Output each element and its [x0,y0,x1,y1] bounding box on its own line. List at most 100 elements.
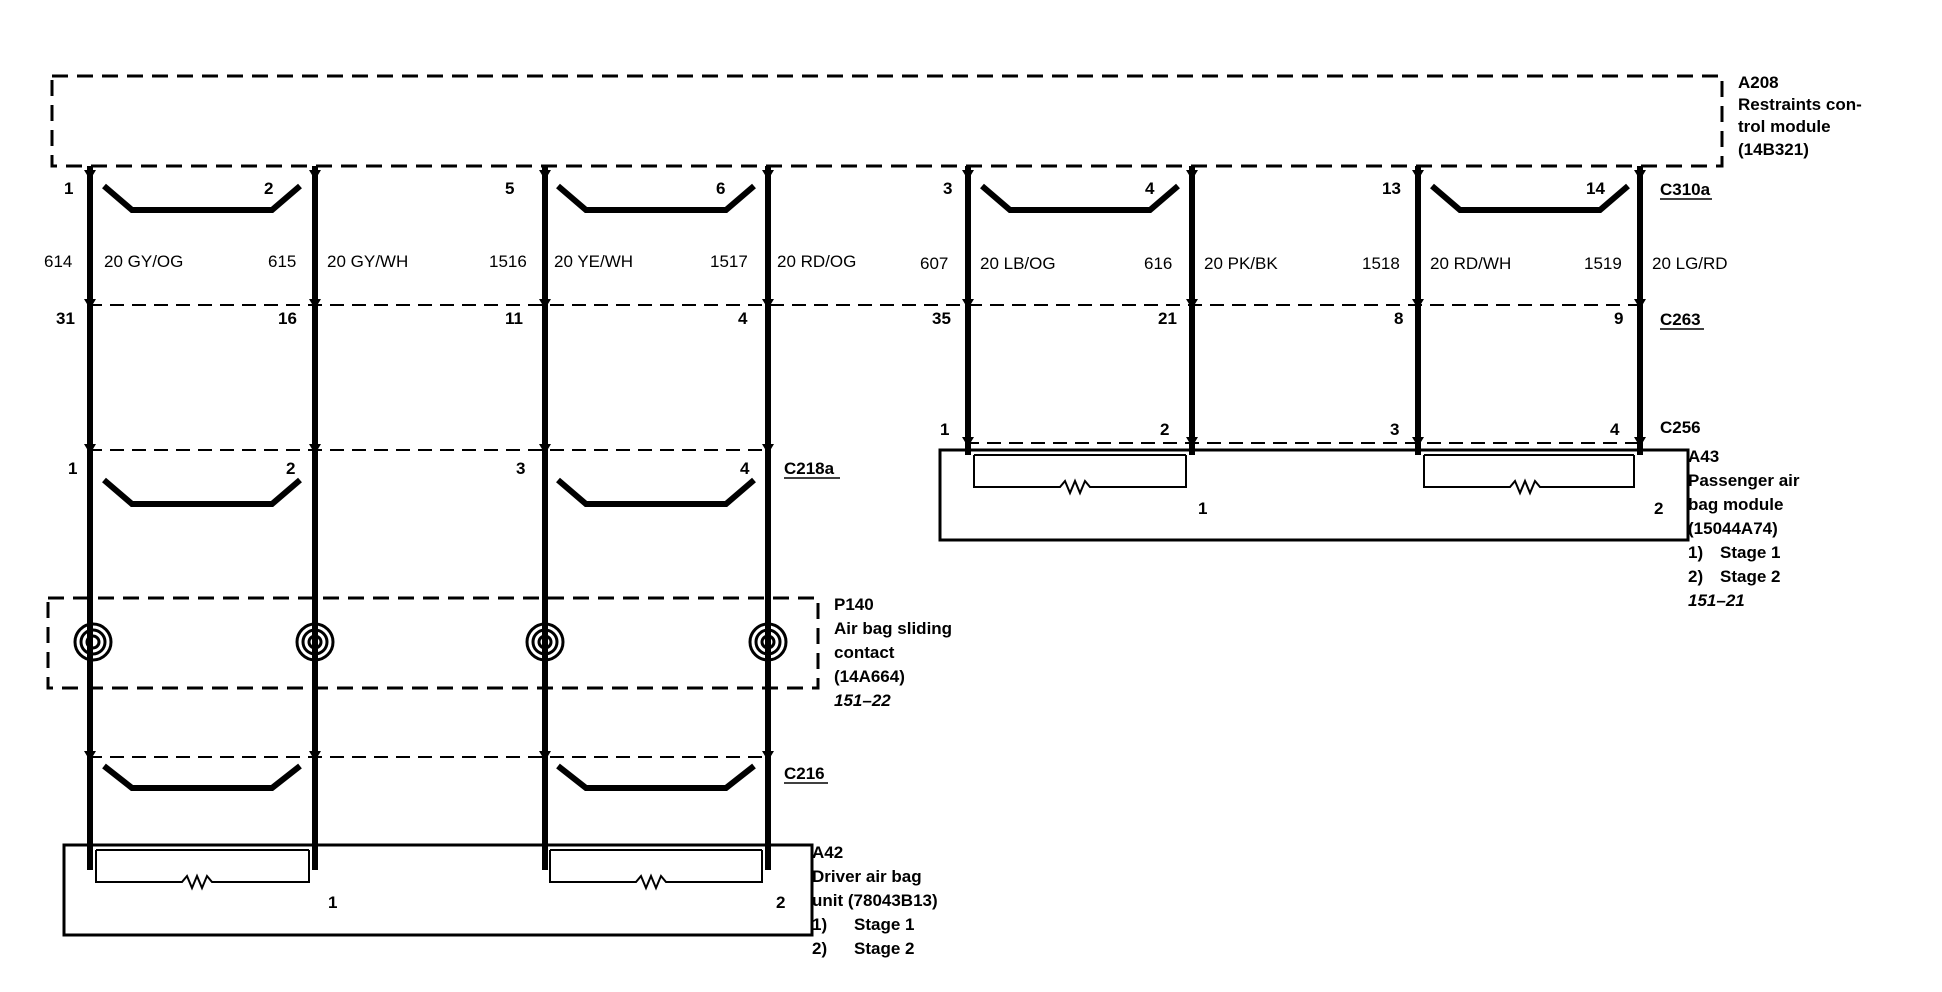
sliding-contact-name-line2: contact [834,643,895,662]
c263-connector-label: C263 [1660,310,1701,329]
wire-color: 20 GY/WH [327,252,408,271]
driver-airbag-name-line2: unit (78043B13) [812,891,938,910]
circuit-number: 1517 [710,252,748,271]
rcm-module-name-line2: trol module [1738,117,1831,136]
wire-color: 20 RD/OG [777,252,856,271]
tick [84,299,96,309]
tick [309,751,321,761]
tick [539,444,551,454]
passenger-airbag-part-number: (15044A74) [1688,519,1778,538]
driver-squib-stage2 [549,850,763,891]
c256-pins: 1 2 3 4 [940,420,1620,439]
driver-squib-number: 2 [776,893,785,912]
driver-stage2-num: 2) [812,939,827,958]
c263-pins: 31 16 11 4 35 21 8 9 [56,309,1623,328]
shorting-bar-c310a-4 [1430,183,1630,213]
pin-number: 4 [738,309,748,328]
tick [762,170,774,180]
driver-airbag-name-line1: Driver air bag [812,867,922,886]
wire-group [87,166,1643,870]
pin-number: 2 [286,459,295,478]
tick [1412,299,1424,309]
c218a-connector-label: C218a [784,459,835,478]
circuit-number: 1516 [489,252,527,271]
pin-number: 11 [505,309,523,328]
pin-number: 16 [278,309,297,328]
passenger-airbag-box [938,448,1690,542]
driver-squib-number: 1 [328,893,337,912]
passenger-stage1-label: Stage 1 [1720,543,1780,562]
passenger-airbag-name-line2: bag module [1688,495,1783,514]
rcm-module-name-line1: Restraints con- [1738,95,1862,114]
pin-number: 5 [505,179,514,198]
connector-ticks [84,170,1646,761]
circuit-number: 607 [920,254,948,273]
coil-icon [295,622,335,662]
passenger-squib-stage1 [973,455,1187,496]
tick [1186,299,1198,309]
tick [1634,170,1646,180]
tick [539,170,551,180]
wire-color: 20 PK/BK [1204,254,1278,273]
rcm-module-id: A208 [1738,73,1779,92]
tick [1634,437,1646,447]
sliding-contact-name-line1: Air bag sliding [834,619,952,638]
circuit-number: 614 [44,252,72,271]
c218a-pins: 1 2 3 4 [68,459,750,478]
c310a-pins: 1 2 5 6 3 4 13 14 [64,179,1605,198]
c256-connector-label: C256 [1660,418,1701,437]
pin-number: 6 [716,179,725,198]
tick [1186,437,1198,447]
tick [762,299,774,309]
sliding-contact-id: P140 [834,595,874,614]
c216-connector-label: C216 [784,764,825,783]
driver-stage1-num: 1) [812,915,827,934]
driver-airbag-box [62,843,814,937]
tick [84,444,96,454]
pin-number: 3 [516,459,525,478]
passenger-stage2-num: 2) [1688,567,1703,586]
pin-number: 13 [1382,179,1401,198]
tick [309,444,321,454]
passenger-airbag-name-line1: Passenger air [1688,471,1800,490]
shorting-bars [102,183,1630,791]
wire-color: 20 RD/WH [1430,254,1511,273]
wire-color: 20 GY/OG [104,252,183,271]
pin-number: 8 [1394,309,1403,328]
tick [1186,170,1198,180]
shorting-bar-c310a-3 [980,183,1180,213]
driver-stage2-label: Stage 2 [854,939,914,958]
sliding-contact-ref: 151–22 [834,691,891,710]
driver-squib-stage1 [95,850,310,891]
pin-number: 3 [1390,420,1399,439]
passenger-stage1-num: 1) [1688,543,1703,562]
pin-number: 21 [1158,309,1177,328]
pin-number: 1 [68,459,77,478]
tick [309,299,321,309]
coil-icon [748,622,788,662]
shorting-bar-c216-1 [102,763,302,791]
pin-number: 35 [932,309,951,328]
tick [309,170,321,180]
pin-number: 1 [940,420,949,439]
circuit-number: 1519 [1584,254,1622,273]
pin-number: 9 [1614,309,1623,328]
c310a-connector-label: C310a [1660,180,1711,199]
wire-color: 20 LB/OG [980,254,1056,273]
tick [84,751,96,761]
wire-labels: 614 20 GY/OG 615 20 GY/WH 1516 20 YE/WH … [44,252,1728,273]
circuit-number: 616 [1144,254,1172,273]
passenger-stage2-label: Stage 2 [1720,567,1780,586]
pin-number: 2 [1160,420,1169,439]
shorting-bar-c310a-1 [102,183,302,213]
tick [539,299,551,309]
wire-color: 20 LG/RD [1652,254,1728,273]
squib-loops [95,454,1635,891]
pin-number: 4 [740,459,750,478]
tick [962,299,974,309]
pin-number: 3 [943,179,952,198]
shorting-bar-c218a-2 [556,477,756,507]
passenger-squib-number: 1 [1198,499,1207,518]
circuit-number: 1518 [1362,254,1400,273]
